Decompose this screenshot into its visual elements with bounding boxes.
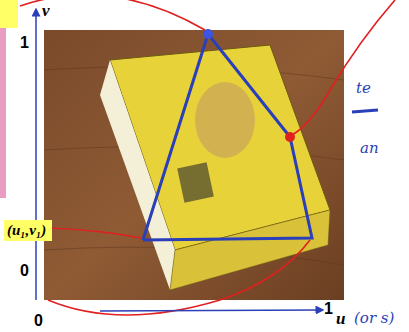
annotation-label: v [42,2,50,21]
side-strip [0,28,6,198]
red-leader [50,228,141,238]
u-axis [100,310,320,311]
cover-art [195,82,255,158]
annotation-label: (or s) [354,310,394,327]
annotation-label: u [336,310,345,329]
strikeout [352,110,378,112]
red-leader [48,240,310,315]
blue-triangle [143,34,312,240]
wood-table [44,30,344,300]
red-leader [292,0,395,135]
v-axis [35,12,37,300]
partial-tag [0,0,18,28]
annotation-label: 0 [20,262,29,280]
book-edge [170,210,330,290]
coordinate-tag: (u₁,v₁) [4,220,52,241]
annotation-label: 1 [324,300,333,318]
coordinate-label: (u₁,v₁) [7,222,49,239]
cover-print [177,162,214,202]
annotation-label: te [356,80,371,97]
annotation-label: 0 [34,312,43,330]
annotation-label: an [360,140,379,157]
annotation-label: 1 [20,34,29,52]
red-leader [20,0,205,30]
